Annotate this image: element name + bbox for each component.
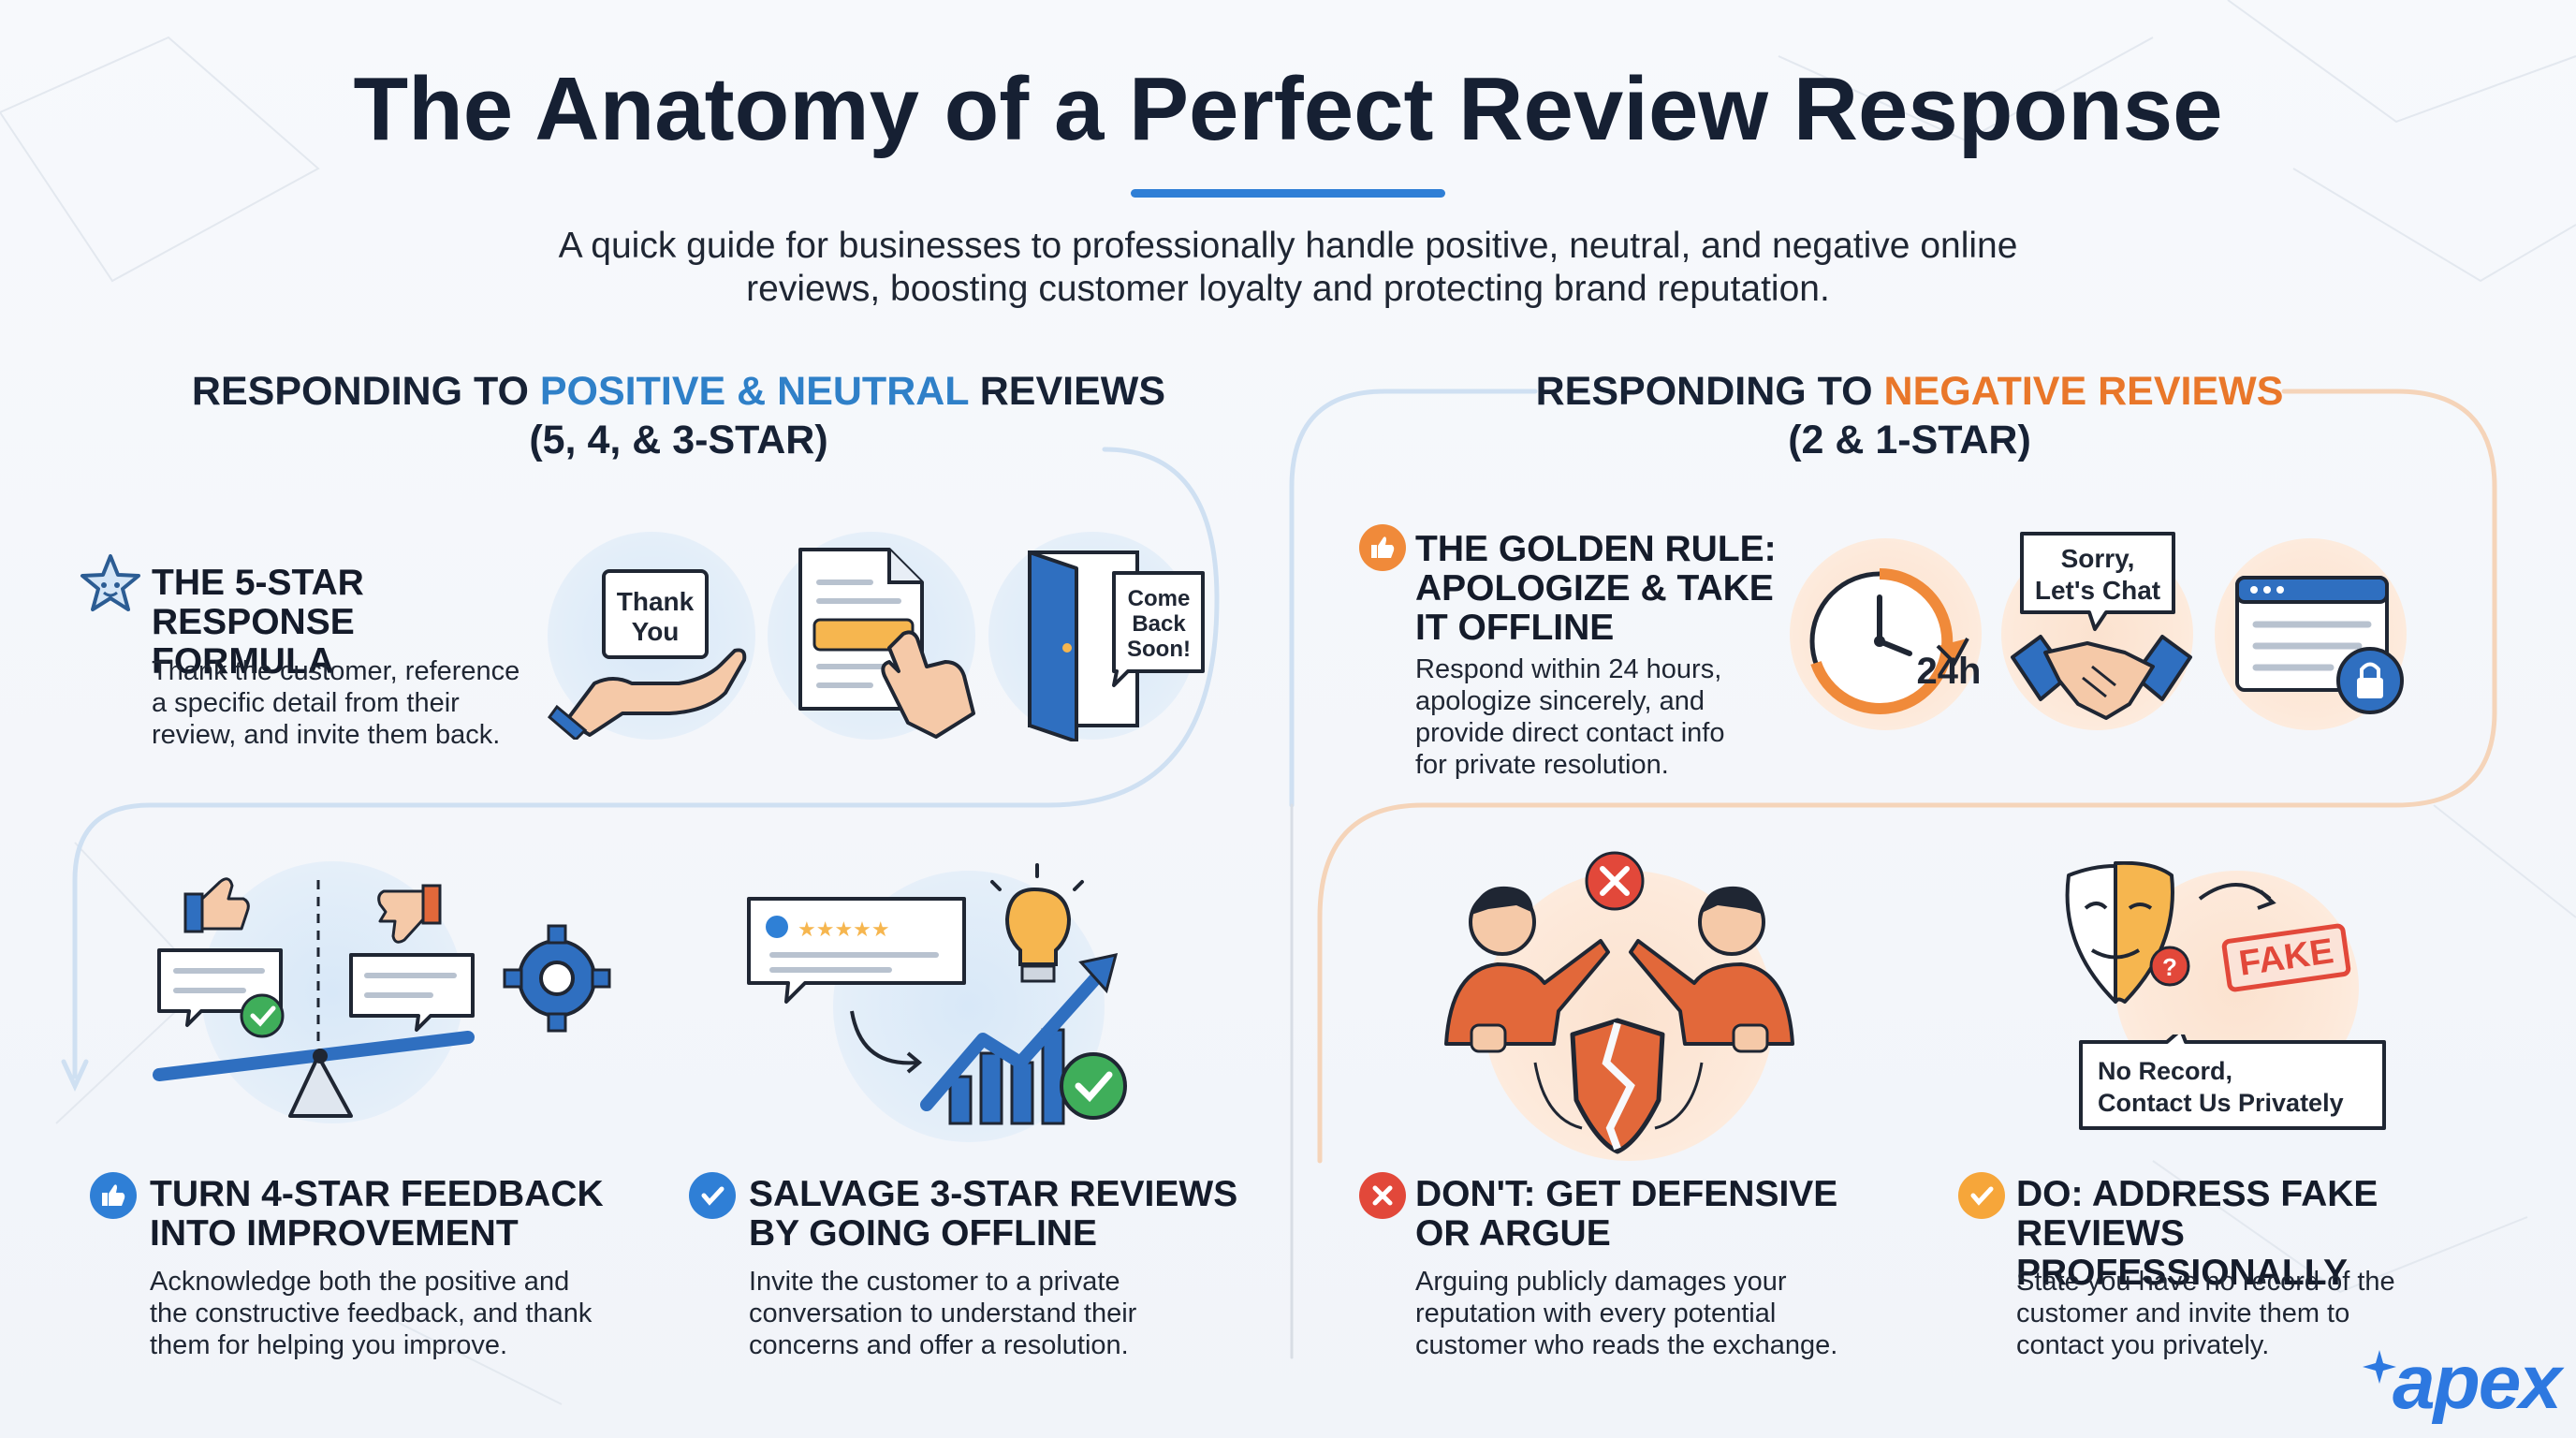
- four-star-desc-line2: the constructive feedback, and thank: [150, 1299, 593, 1328]
- door-text-line3: Soon!: [1127, 637, 1191, 662]
- thank-you-hand-icon: Thank You: [548, 569, 747, 740]
- check-badge-icon: [689, 1172, 736, 1219]
- page-subtitle: A quick guide for businesses to professi…: [558, 226, 2018, 309]
- fake-reviews-desc-line1: State you have no record of the: [2016, 1267, 2395, 1297]
- question-icon: ?: [2162, 953, 2177, 981]
- right-heading-highlight: NEGATIVE REVIEWS: [1883, 369, 2284, 414]
- left-heading-highlight: POSITIVE & NEUTRAL: [539, 369, 969, 414]
- clock-label: 24h: [1917, 651, 1982, 692]
- four-star-desc-line1: Acknowledge both the positive and: [150, 1267, 570, 1297]
- review-growth-icon: ★★★★★: [747, 863, 1127, 1125]
- dont-argue-desc-line2: reputation with every potential: [1415, 1299, 1777, 1328]
- door-text-line2: Back: [1132, 611, 1186, 637]
- golden-rule-desc-line3: provide direct contact info: [1415, 718, 1725, 748]
- fake-reviews-desc-line2: customer and invite them to: [2016, 1299, 2350, 1328]
- three-star-desc: Invite the customer to a private convers…: [749, 1266, 1236, 1361]
- golden-rule-desc-line4: for private resolution.: [1415, 750, 1669, 780]
- note-text-line1: No Record,: [2098, 1057, 2232, 1085]
- right-heading-stars: (2 & 1-STAR): [1788, 418, 2031, 462]
- three-star-title-line1: SALVAGE 3-STAR REVIEWS: [749, 1174, 1238, 1214]
- four-star-title: TURN 4-STAR FEEDBACK INTO IMPROVEMENT: [150, 1175, 637, 1254]
- four-star-desc-line3: them for helping you improve.: [150, 1330, 508, 1360]
- handshake-icon: Sorry, Let's Chat: [2011, 532, 2192, 720]
- golden-rule-title-line1: THE GOLDEN RULE:: [1415, 529, 1777, 569]
- note-text-line2: Contact Us Privately: [2098, 1089, 2344, 1117]
- brand-logo: apex: [2393, 1340, 2562, 1425]
- secure-window-icon: [2235, 576, 2404, 714]
- three-star-title: SALVAGE 3-STAR REVIEWS BY GOING OFFLINE: [749, 1175, 1254, 1254]
- five-star-desc-line3: review, and invite them back.: [152, 720, 501, 750]
- document-pointer-icon: [798, 548, 975, 739]
- fake-reviews-title-line2: PROFESSIONALLY: [2016, 1253, 2348, 1293]
- star-face-icon: [80, 554, 140, 611]
- three-star-title-line2: BY GOING OFFLINE: [749, 1213, 1097, 1254]
- five-star-title: THE 5-STAR RESPONSE FORMULA: [152, 564, 545, 682]
- golden-rule-desc: Respond within 24 hours, apologize since…: [1415, 653, 1790, 781]
- fake-reviews-title: DO: ADDRESS FAKE REVIEWS PROFESSIONALLY: [2016, 1175, 2540, 1293]
- no-record-note: No Record, Contact Us Privately: [2079, 1034, 2386, 1130]
- golden-rule-title-line2: APOLOGIZE & TAKE: [1415, 568, 1774, 609]
- left-heading-prefix: RESPONDING TO: [191, 369, 540, 414]
- fake-reviews-title-line1: DO: ADDRESS FAKE REVIEWS: [2016, 1174, 2378, 1254]
- three-star-desc-line2: conversation to understand their: [749, 1299, 1137, 1328]
- arguing-people-icon: [1444, 851, 1794, 1154]
- right-heading-prefix: RESPONDING TO: [1535, 369, 1884, 414]
- dont-argue-desc-line1: Arguing publicly damages your: [1415, 1267, 1787, 1297]
- five-star-title-line1: THE 5-STAR: [152, 563, 364, 603]
- fake-reviews-desc-line3: contact you privately.: [2016, 1330, 2270, 1360]
- four-star-title-line2: INTO IMPROVEMENT: [150, 1213, 519, 1254]
- logo-sparkle-icon: [2363, 1350, 2396, 1384]
- dont-argue-desc-line3: customer who reads the exchange.: [1415, 1330, 1838, 1360]
- five-star-desc-line1: Thank the customer, reference: [152, 656, 520, 686]
- bubble-text-line1: Sorry,: [2061, 544, 2135, 573]
- thumbs-up-orange-icon: [1359, 524, 1406, 571]
- left-heading-stars: (5, 4, & 3-STAR): [529, 418, 828, 462]
- dont-argue-title: DON'T: GET DEFENSIVE OR ARGUE: [1415, 1175, 1855, 1254]
- balance-scale-icon: [153, 877, 611, 1118]
- four-star-title-line1: TURN 4-STAR FEEDBACK: [150, 1174, 604, 1214]
- three-star-desc-line3: concerns and offer a resolution.: [749, 1330, 1129, 1360]
- golden-rule-desc-line1: Respond within 24 hours,: [1415, 654, 1722, 684]
- five-star-desc: Thank the customer, reference a specific…: [152, 655, 564, 751]
- golden-rule-title-line3: IT OFFLINE: [1415, 608, 1615, 648]
- door-text-line1: Come: [1128, 586, 1191, 611]
- left-section-heading: RESPONDING TO POSITIVE & NEUTRAL REVIEWS…: [131, 367, 1226, 464]
- thumbs-up-badge-icon: [90, 1172, 137, 1219]
- x-badge-icon: [1359, 1172, 1406, 1219]
- open-door-icon: Come Back Soon!: [1028, 550, 1205, 741]
- left-heading-suffix: REVIEWS: [968, 369, 1166, 414]
- page-title: The Anatomy of a Perfect Review Response: [353, 59, 2223, 159]
- dont-argue-desc: Arguing publicly damages your reputation…: [1415, 1266, 1902, 1361]
- star-rating-icon: ★★★★★: [798, 917, 890, 941]
- five-star-desc-line2: a specific detail from their: [152, 688, 460, 718]
- three-star-desc-line1: Invite the customer to a private: [749, 1267, 1120, 1297]
- thank-text-line2: You: [632, 617, 680, 646]
- golden-rule-desc-line2: apologize sincerely, and: [1415, 686, 1705, 716]
- clock-24h-icon: 24h: [1809, 567, 1982, 714]
- dont-argue-title-line1: DON'T: GET DEFENSIVE: [1415, 1174, 1838, 1214]
- right-section-heading: RESPONDING TO NEGATIVE REVIEWS (2 & 1-ST…: [1498, 367, 2321, 464]
- mask-fake-icon: ? FAKE: [2065, 861, 2351, 1004]
- dont-argue-title-line2: OR ARGUE: [1415, 1213, 1611, 1254]
- five-star-title-line2: RESPONSE FORMULA: [152, 602, 355, 682]
- thank-text-line1: Thank: [617, 587, 695, 616]
- bubble-text-line2: Let's Chat: [2035, 576, 2160, 605]
- golden-rule-title: THE GOLDEN RULE: APOLOGIZE & TAKE IT OFF…: [1415, 530, 1790, 648]
- four-star-desc: Acknowledge both the positive and the co…: [150, 1266, 674, 1361]
- fake-reviews-desc: State you have no record of the customer…: [2016, 1266, 2447, 1361]
- check-orange-badge-icon: [1958, 1172, 2005, 1219]
- title-underline: [1131, 189, 1445, 198]
